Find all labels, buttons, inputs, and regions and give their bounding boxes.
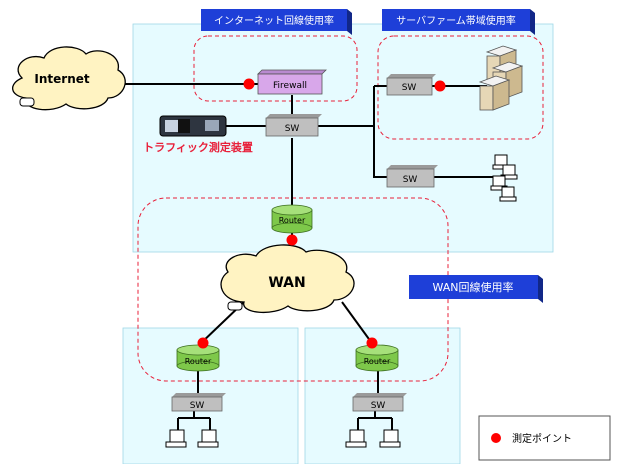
firewall-label: Firewall xyxy=(273,81,307,91)
router-branch-left-label: Router xyxy=(185,357,212,366)
router-branch-right-label: Router xyxy=(364,357,391,366)
router-branch-left: Router xyxy=(176,344,220,372)
switch-core-label: SW xyxy=(285,124,300,134)
switch-core: SW xyxy=(265,114,322,137)
measurement-points xyxy=(197,78,446,349)
cloud-phone-icon xyxy=(19,97,243,311)
switch-client: SW xyxy=(386,165,438,188)
wan-usage-label: WAN回線使用率 xyxy=(432,280,513,294)
server-dashed-area xyxy=(377,35,544,140)
measurement-point-router-right xyxy=(366,337,378,349)
pc-cluster-branch-right xyxy=(345,429,401,448)
internet-dashed-area xyxy=(193,35,358,102)
wan-label: WAN xyxy=(268,275,305,291)
internet-cloud: Internet xyxy=(12,46,126,111)
switch-branch-left: SW xyxy=(171,393,226,412)
switch-branch-right: SW xyxy=(352,393,407,412)
internet-usage-label: インターネット回線使用率 xyxy=(214,14,334,27)
traffic-measurement-device: トラフィック測定装置 xyxy=(143,115,253,154)
measurement-point-server-switch xyxy=(434,80,446,92)
traffic-device-label: トラフィック測定装置 xyxy=(143,140,253,154)
switch-branch-left-label: SW xyxy=(190,401,205,411)
server-farm-usage-labelbox: サーバファーム帯域使用率 xyxy=(382,9,535,35)
legend-label: 測定ポイント xyxy=(512,432,572,445)
wan-cloud: WAN xyxy=(220,244,355,313)
measurement-point-firewall xyxy=(243,78,255,90)
legend: 測定ポイント xyxy=(478,415,611,461)
router-hq: Router xyxy=(271,204,313,234)
internet-usage-labelbox: インターネット回線使用率 xyxy=(201,9,352,35)
measurement-point-router-hq xyxy=(286,234,298,246)
wan-usage-labelbox: WAN回線使用率 xyxy=(409,275,543,303)
pc-cluster-branch-left xyxy=(165,429,219,448)
measurement-point-router-left xyxy=(197,337,209,349)
switch-branch-right-label: SW xyxy=(371,401,386,411)
server-icon xyxy=(478,45,524,111)
server-farm-usage-label: サーバファーム帯域使用率 xyxy=(396,14,516,27)
firewall-device: Firewall xyxy=(257,69,327,95)
hq-zone xyxy=(132,23,554,253)
switch-client-label: SW xyxy=(403,175,418,185)
switch-server-label: SW xyxy=(402,83,417,93)
pc-cluster-hq xyxy=(490,154,518,202)
internet-label: Internet xyxy=(34,72,89,86)
router-hq-label: Router xyxy=(279,216,306,225)
legend-point-icon xyxy=(491,433,501,443)
switch-server: SW xyxy=(386,74,436,96)
router-branch-right: Router xyxy=(355,344,399,372)
